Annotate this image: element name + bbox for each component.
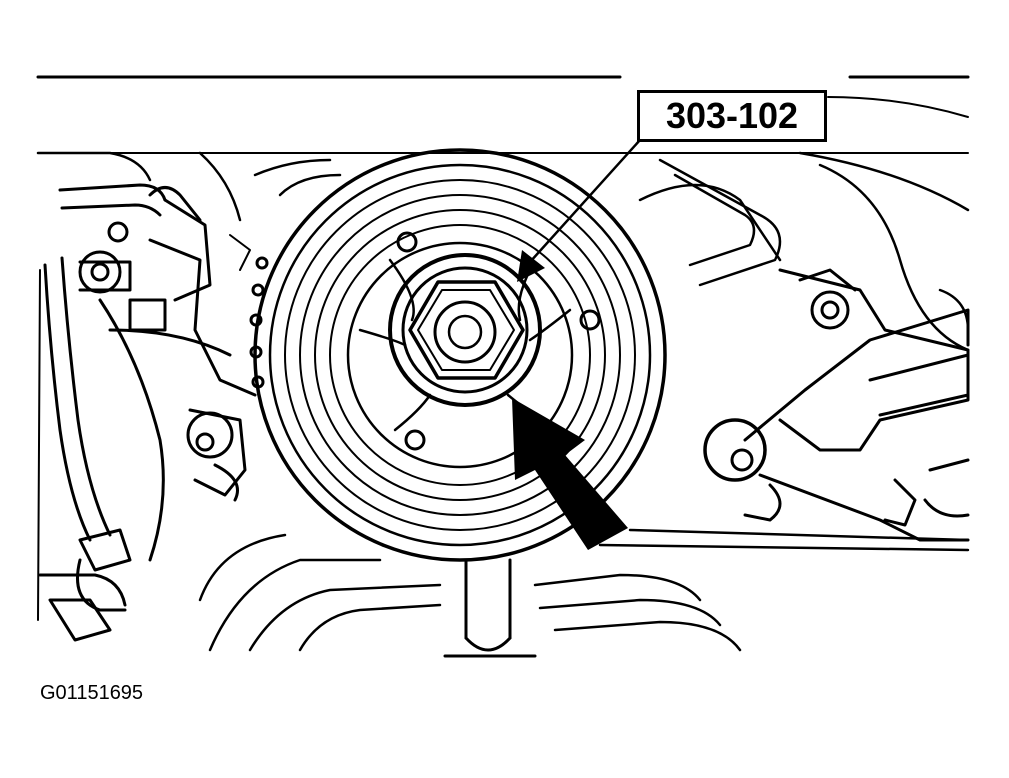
callout-leader <box>517 138 642 282</box>
lower-engine <box>198 528 970 652</box>
tool-callout-box: 303-102 <box>637 90 827 142</box>
pulley-bolt <box>388 253 542 407</box>
bracket <box>703 268 970 542</box>
hoses <box>37 183 232 621</box>
engine-mounts <box>48 221 257 642</box>
pointer-arrow <box>512 398 628 550</box>
figure-id: G01151695 <box>40 682 144 704</box>
frame-lines <box>36 75 970 154</box>
engine-housing-right <box>638 151 970 352</box>
tool-callout-label: 303-102 <box>665 95 799 136</box>
holding-tool-handle <box>443 558 537 658</box>
engine-housing-left <box>36 151 342 222</box>
